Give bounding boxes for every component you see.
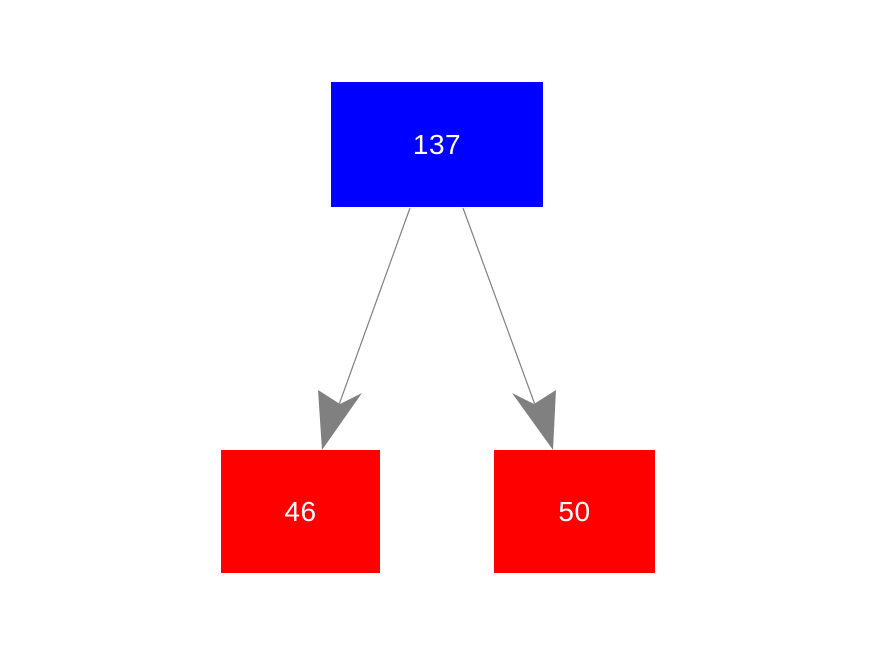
arrowhead-left — [318, 390, 362, 450]
edge-line-root-right — [462, 207, 539, 414]
edge-line-root-left — [335, 207, 411, 414]
edge-root-to-left — [318, 207, 411, 450]
tree-node-child-left[interactable]: 46 — [221, 450, 380, 573]
tree-node-root[interactable]: 137 — [331, 82, 543, 207]
tree-node-child-left-label: 46 — [284, 495, 317, 527]
tree-node-child-right[interactable]: 50 — [494, 450, 655, 573]
arrowhead-right — [512, 390, 556, 450]
tree-node-root-label: 137 — [412, 128, 462, 160]
tree-node-child-right-label: 50 — [558, 495, 591, 527]
edge-root-to-right — [462, 207, 556, 450]
